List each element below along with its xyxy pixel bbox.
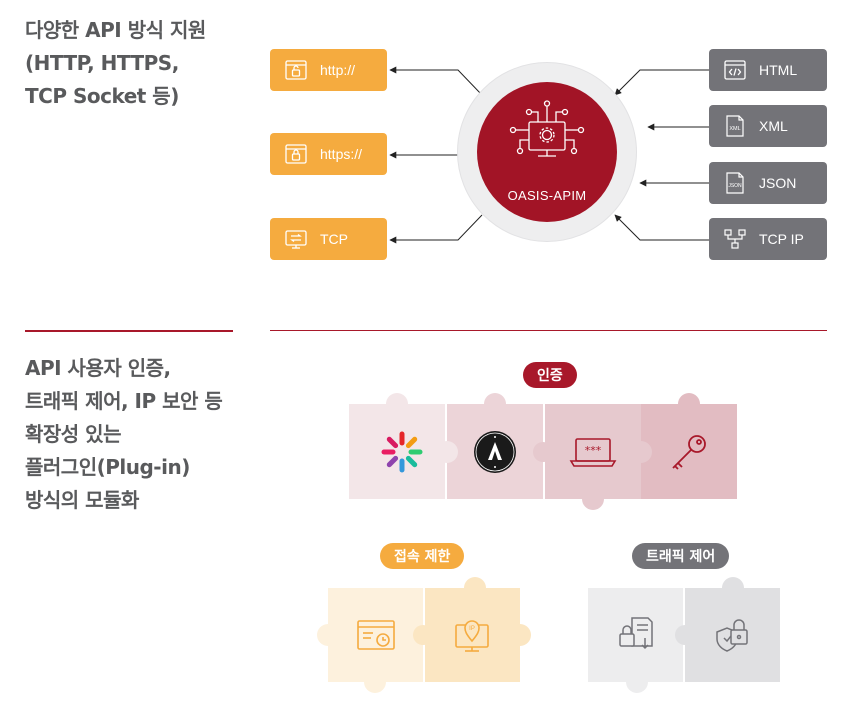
lock-document-icon: [619, 617, 653, 650]
svg-text:JSON: JSON: [728, 183, 742, 189]
traffic-piece-1: [588, 588, 683, 682]
format-label: XML: [759, 118, 788, 134]
section-heading-api-support: 다양한 API 방식 지원 (HTTP, HTTPS, TCP Socket 등…: [25, 14, 206, 113]
xml-file-icon: XML: [726, 115, 744, 137]
lock-browser-icon: [285, 144, 307, 164]
auth-puzzle-row: [349, 393, 737, 510]
network-nodes-icon: [724, 229, 746, 249]
svg-text:***: ***: [585, 444, 602, 457]
hub-label: OASIS-APIM: [507, 188, 587, 203]
access-piece-1: [328, 588, 423, 682]
format-label: HTML: [759, 62, 798, 78]
lock-open-browser-icon: [285, 60, 307, 80]
heading-line: 확장성 있는: [25, 422, 121, 446]
format-label: TCP IP: [759, 231, 804, 247]
code-window-icon: [724, 60, 746, 80]
svg-text:IP: IP: [469, 626, 475, 632]
heading-line: 트래픽 제어, IP 보안 등: [25, 389, 223, 413]
section-heading-plugin-modules: API 사용자 인증, 트래픽 제어, IP 보안 등 확장성 있는 플러그인(…: [25, 352, 223, 517]
protocol-label: https://: [320, 146, 363, 162]
keycloak-icon: [381, 431, 423, 473]
traffic-puzzle-row: [588, 577, 780, 693]
protocol-label: TCP: [320, 231, 348, 247]
format-label: JSON: [759, 175, 797, 191]
time-limit-window-icon: [357, 620, 395, 650]
heading-line: API 사용자 인증,: [25, 356, 171, 380]
protocol-tag-http: http://: [270, 49, 387, 91]
ip-monitor-icon: IP: [455, 620, 489, 652]
shield-lock-icon: [716, 619, 748, 652]
heading-line: 방식의 모듈화: [25, 488, 139, 512]
section-divider-left: [25, 330, 233, 332]
module-label-traffic-control: 트래픽 제어: [632, 543, 730, 569]
tcp-transfer-icon: [285, 230, 307, 249]
protocol-label: http://: [320, 62, 356, 78]
svg-text:XML: XML: [729, 126, 740, 132]
section-divider-right: [270, 330, 827, 331]
protocol-tag-https: https://: [270, 133, 387, 175]
format-tag-xml: XML XML: [709, 105, 827, 147]
oauth-logo-icon: [474, 431, 516, 473]
module-label-auth: 인증: [523, 362, 577, 388]
format-tag-html: HTML: [709, 49, 827, 91]
auth-piece-3: [545, 404, 641, 499]
heading-line: (HTTP, HTTPS,: [25, 51, 179, 75]
heading-line: 플러그인(Plug-in): [25, 455, 190, 479]
auth-piece-1: [349, 404, 445, 499]
heading-line: 다양한 API 방식 지원: [25, 18, 206, 42]
module-label-access-limit: 접속 제한: [380, 543, 465, 569]
key-icon: [672, 435, 706, 470]
password-laptop-icon: ***: [569, 438, 617, 467]
json-file-icon: JSON: [726, 172, 744, 194]
heading-line: TCP Socket 등): [25, 84, 179, 108]
format-tag-tcpip: TCP IP: [709, 218, 827, 260]
access-puzzle-row: [317, 577, 531, 693]
monitor-gear-circuit-icon: [509, 100, 585, 157]
format-tag-json: JSON JSON: [709, 162, 827, 204]
protocol-tag-tcp: TCP: [270, 218, 387, 260]
